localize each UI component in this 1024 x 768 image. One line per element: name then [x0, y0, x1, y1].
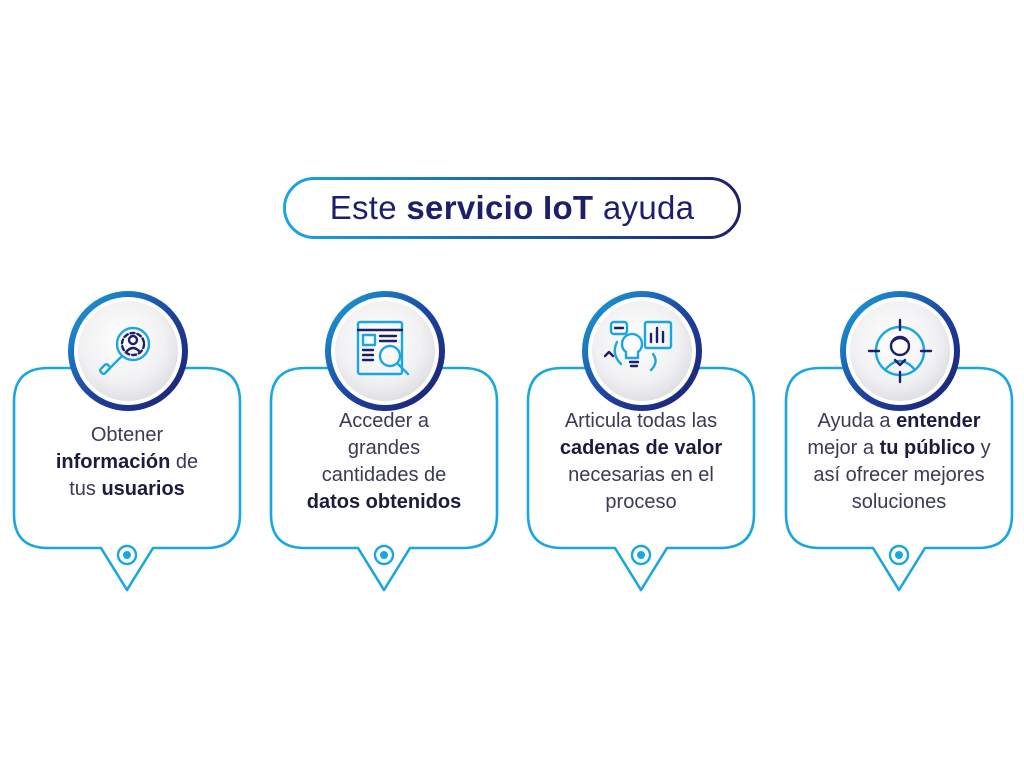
card-text-bold: información [55, 450, 171, 473]
title-text-bold: servicio IoT [406, 189, 594, 226]
card-icon-badge [581, 290, 703, 412]
title-pill: Este servicio IoT ayuda [283, 177, 741, 239]
speech-bubble-outline [784, 366, 1014, 592]
card-text-segment: de [170, 450, 199, 473]
card-text-segment: necesarias en el [568, 464, 714, 486]
card-text-line: mejor a tu público y [798, 435, 1000, 462]
card-text-line: soluciones [798, 489, 1000, 516]
card-text-line: así ofrecer mejores [798, 462, 1000, 489]
card-2: Acceder a grandes cantidades de datos obten… [269, 290, 499, 592]
card-text-line: información de [26, 449, 228, 476]
pointer-dot-icon [630, 544, 652, 566]
title-text-start: Este [329, 189, 407, 226]
card-text-bold: tu público [879, 437, 976, 459]
card-text-line: Obtener [26, 422, 228, 449]
speech-bubble-outline [269, 366, 499, 592]
title-text-end: ayuda [593, 189, 695, 226]
page-title: Este servicio IoT ayuda [330, 189, 695, 227]
card-text-segment: y [975, 437, 991, 459]
pointer-dot-icon [373, 544, 395, 566]
card-icon-badge [839, 290, 961, 412]
card-text-line: necesarias en el [540, 462, 742, 489]
data-search-icon [325, 291, 445, 411]
card-text-bold: cadenas de valor [559, 437, 723, 459]
card-text-line: Ayuda a entender [798, 408, 1000, 435]
value-chain-idea-icon [582, 291, 702, 411]
pointer-dot-icon [888, 544, 910, 566]
card-text-line: Acceder a [283, 408, 485, 435]
card-description: Articula todas las cadenas de valor necesa… [540, 408, 742, 516]
card-text-line: cantidades de [283, 462, 485, 489]
card-text-segment: Ayuda a [817, 410, 897, 432]
card-description: Acceder a grandes cantidades de datos obten… [283, 408, 485, 516]
card-3: Articula todas las cadenas de valor necesa… [526, 290, 756, 592]
card-text-segment: Obtener [90, 423, 164, 446]
card-text-segment: proceso [605, 491, 677, 513]
user-search-icon [68, 291, 188, 411]
card-text-segment: tus [69, 477, 102, 500]
card-text-line: grandes [283, 435, 485, 462]
card-text-segment: Articula todas las [564, 410, 718, 432]
target-audience-icon [840, 291, 960, 411]
card-text-segment: Acceder a [338, 410, 430, 432]
card-text-line: tus usuarios [26, 476, 228, 503]
card-text-segment: soluciones [851, 491, 947, 513]
card-text-line: datos obtenidos [283, 489, 485, 516]
card-text-bold: datos obtenidos [306, 491, 462, 513]
speech-bubble-outline [526, 366, 756, 592]
pointer-dot-icon [116, 544, 138, 566]
card-text-segment: así ofrecer mejores [813, 464, 985, 486]
card-text-line: proceso [540, 489, 742, 516]
card-text-line: cadenas de valor [540, 435, 742, 462]
title-pill-border [283, 177, 741, 239]
speech-bubble-outline [12, 366, 242, 592]
card-text-line: Articula todas las [540, 408, 742, 435]
card-text-segment: mejor a [807, 437, 880, 459]
card-text-bold: usuarios [101, 477, 185, 500]
card-icon-badge [324, 290, 446, 412]
card-text-segment: cantidades de [321, 464, 447, 486]
card-text-bold: entender [896, 410, 981, 432]
card-icon-badge [67, 290, 189, 412]
card-text-segment: grandes [347, 437, 421, 459]
